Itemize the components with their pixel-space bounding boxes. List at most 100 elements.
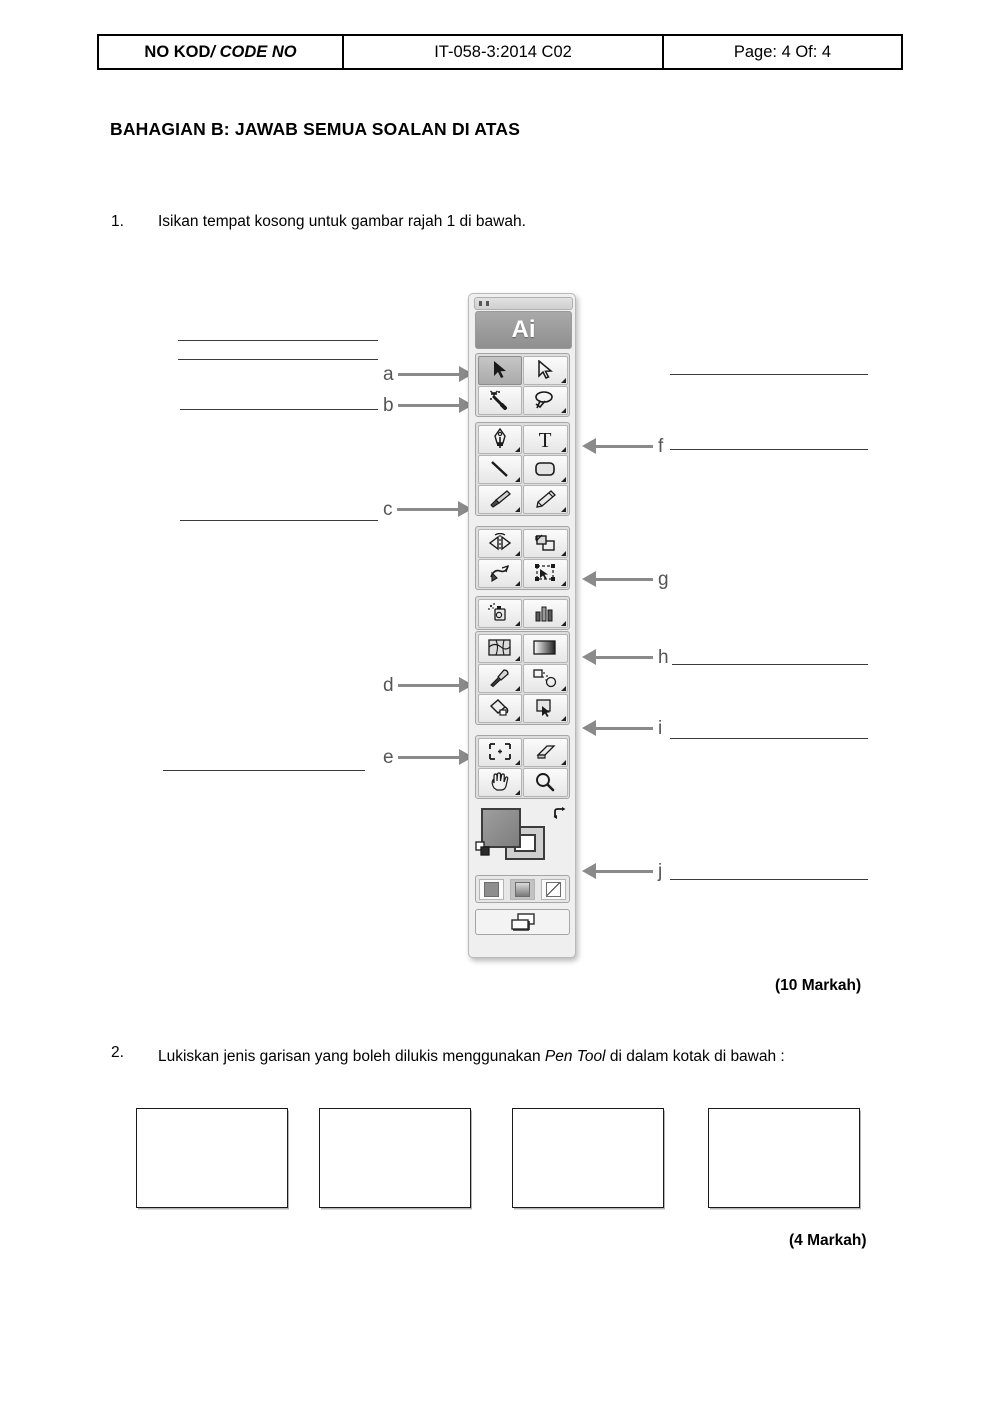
header-code-label-cell: NO KOD / CODE NO xyxy=(99,36,344,68)
tool-row xyxy=(477,385,568,415)
tool-group-transform xyxy=(475,526,570,590)
symbol-sprayer-tool[interactable] xyxy=(477,598,522,628)
free-transform-tool[interactable] xyxy=(523,558,568,588)
arrow-left-icon xyxy=(582,649,596,665)
rotate-tool[interactable] xyxy=(477,528,522,558)
answer-line-j[interactable] xyxy=(670,879,868,880)
callout-shaft-h xyxy=(595,655,653,659)
paintbrush-tool[interactable] xyxy=(477,484,522,514)
change-screen-mode-button[interactable] xyxy=(475,909,570,935)
answer-line-f-1[interactable] xyxy=(670,374,868,375)
eraser-tool[interactable] xyxy=(523,737,568,767)
line-segment-tool[interactable] xyxy=(477,454,522,484)
color-mode-bar xyxy=(475,875,570,903)
callout-a: a xyxy=(383,365,473,384)
callout-f: f xyxy=(582,435,664,457)
zoom-tool[interactable] xyxy=(523,767,568,797)
live-paint-bucket-tool[interactable] xyxy=(477,693,522,723)
pencil-tool[interactable] xyxy=(523,484,568,514)
scale-tool[interactable] xyxy=(523,528,568,558)
arrow-left-icon xyxy=(582,438,596,454)
fill-and-stroke-swatches xyxy=(475,806,570,866)
tool-row xyxy=(477,693,568,723)
illustrator-tool-panel: Ai xyxy=(468,293,576,958)
header-page-info-cell: Page: 4 Of: 4 xyxy=(733,42,832,61)
color-mode-button[interactable] xyxy=(479,878,504,900)
magic-wand-tool[interactable] xyxy=(477,385,522,415)
none-mode-button[interactable] xyxy=(541,878,566,900)
answer-line-i[interactable] xyxy=(670,738,868,739)
blend-tool[interactable] xyxy=(523,663,568,693)
tool-row xyxy=(477,737,568,767)
callout-shaft-g xyxy=(595,577,653,581)
swap-fill-stroke-icon[interactable] xyxy=(552,806,568,825)
tool-row xyxy=(477,598,568,628)
tool-row xyxy=(477,663,568,693)
direct-selection-tool[interactable] xyxy=(523,355,568,385)
arrow-left-icon xyxy=(582,863,596,879)
question-2-marks: (4 Markah) xyxy=(789,1232,867,1249)
gradient-tool[interactable] xyxy=(523,633,568,663)
answer-line-f-2[interactable] xyxy=(670,449,868,450)
callout-h: h xyxy=(582,646,669,668)
callout-j: j xyxy=(582,862,662,881)
callout-shaft-c xyxy=(396,507,459,511)
answer-line-a-1[interactable] xyxy=(178,340,378,341)
answer-line-h[interactable] xyxy=(672,664,868,665)
callout-b: b xyxy=(383,396,473,415)
callout-shaft-f xyxy=(595,444,653,448)
answer-box-1[interactable] xyxy=(136,1108,288,1208)
section-title: BAHAGIAN B: JAWAB SEMUA SOALAN DI ATAS xyxy=(110,119,521,139)
callout-g: g xyxy=(582,568,669,590)
answer-line-b[interactable] xyxy=(180,409,378,410)
callout-label-f: f xyxy=(658,435,664,457)
warp-tool[interactable] xyxy=(477,558,522,588)
column-graph-tool[interactable] xyxy=(523,598,568,628)
header-code-value-cell: IT-058-3:2014 C02 xyxy=(344,36,664,68)
hand-tool[interactable] xyxy=(477,767,522,797)
answer-box-3[interactable] xyxy=(512,1108,664,1208)
pen-tool[interactable] xyxy=(477,424,522,454)
question-2-text-italic: Pen Tool xyxy=(544,1048,606,1065)
question-2-text: Lukiskan jenis garisan yang boleh diluki… xyxy=(158,1044,888,1069)
tool-group-navigation xyxy=(475,735,570,799)
gradient-mode-button[interactable] xyxy=(510,878,535,900)
callout-c: c xyxy=(383,498,472,520)
callout-label-c: c xyxy=(383,498,393,520)
type-tool[interactable]: T xyxy=(523,424,568,454)
lasso-tool[interactable] xyxy=(523,385,568,415)
answer-box-2[interactable] xyxy=(319,1108,471,1208)
eyedropper-tool[interactable] xyxy=(477,663,522,693)
callout-shaft-d xyxy=(397,683,460,687)
arrow-left-icon xyxy=(582,720,596,736)
rectangle-tool[interactable] xyxy=(523,454,568,484)
callout-label-g: g xyxy=(658,568,669,590)
artboard-tool[interactable] xyxy=(477,737,522,767)
answer-box-4[interactable] xyxy=(708,1108,860,1208)
selection-tool[interactable] xyxy=(477,355,522,385)
document-header-table: NO KOD / CODE NO IT-058-3:2014 C02 Page:… xyxy=(97,34,903,70)
callout-label-d: d xyxy=(383,674,394,696)
default-fill-stroke-icon[interactable] xyxy=(475,841,491,862)
tool-row xyxy=(477,355,568,385)
callout-shaft-e xyxy=(397,755,460,759)
panel-collapse-grip-icon[interactable] xyxy=(474,297,573,310)
callout-shaft-i xyxy=(595,726,653,730)
header-code-label-italic: / CODE NO xyxy=(210,42,297,61)
tool-group-drawing: T xyxy=(475,422,570,516)
callout-e: e xyxy=(383,748,473,767)
callout-label-h: h xyxy=(658,646,669,668)
answer-line-a-2[interactable] xyxy=(178,359,378,360)
callout-shaft-a xyxy=(397,372,460,376)
tool-row: T xyxy=(477,424,568,454)
answer-line-e[interactable] xyxy=(163,770,365,771)
callout-d: d xyxy=(383,674,473,696)
mesh-tool[interactable] xyxy=(477,633,522,663)
question-1-number: 1. xyxy=(111,213,124,230)
live-paint-selection-tool[interactable] xyxy=(523,693,568,723)
fill-swatch[interactable] xyxy=(481,808,521,848)
answer-line-c[interactable] xyxy=(180,520,378,521)
tool-group-selection xyxy=(475,353,570,417)
callout-i: i xyxy=(582,719,662,738)
callout-shaft-b xyxy=(397,403,460,407)
